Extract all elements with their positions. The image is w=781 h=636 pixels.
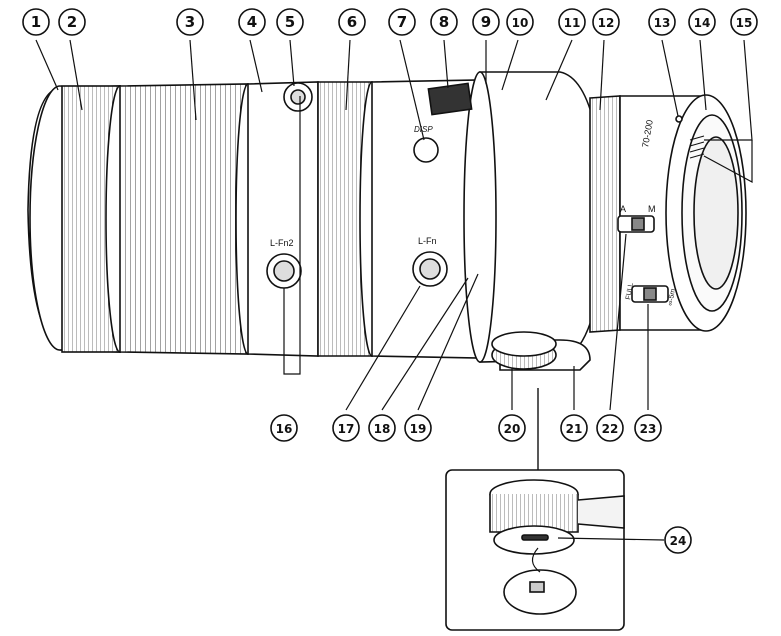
callout-9: 9	[472, 8, 500, 36]
svg-text:21: 21	[566, 422, 583, 436]
callout-5: 5	[276, 8, 304, 36]
callout-8: 8	[430, 8, 458, 36]
callout-numbers: 1 2 3 4 5 6 7 8 9 10 11 12 13 14 15 16 1…	[22, 8, 758, 554]
svg-text:20: 20	[504, 422, 521, 436]
callout-11: 11	[558, 8, 586, 36]
callout-1: 1	[22, 8, 50, 36]
callout-14: 14	[688, 8, 716, 36]
leader-lines	[35, 39, 753, 541]
switch-a-label: A	[620, 204, 626, 214]
svg-text:4: 4	[247, 13, 257, 31]
callout-6: 6	[338, 8, 366, 36]
focal-length-mark: 70-200	[640, 119, 655, 148]
svg-text:17: 17	[338, 422, 355, 436]
svg-text:6: 6	[347, 13, 357, 31]
callout-24: 24	[664, 526, 692, 554]
l-fn2-label: L-Fn2	[270, 238, 294, 248]
switch-m-label: M	[648, 204, 656, 214]
svg-text:7: 7	[397, 13, 407, 31]
callout-19: 19	[404, 414, 432, 442]
middle-barrel	[247, 81, 319, 357]
callout-3: 3	[176, 8, 204, 36]
callout-21: 21	[560, 414, 588, 442]
l-fn-label: L-Fn	[418, 236, 437, 246]
svg-text:11: 11	[564, 16, 581, 30]
svg-text:15: 15	[736, 16, 753, 30]
mount-contacts	[689, 135, 705, 159]
callout-4: 4	[238, 8, 266, 36]
svg-text:16: 16	[276, 422, 293, 436]
callout-23: 23	[634, 414, 662, 442]
disp-button	[413, 137, 439, 163]
svg-text:5: 5	[285, 13, 295, 31]
callout-13: 13	[648, 8, 676, 36]
callout-16: 16	[270, 414, 298, 442]
callout-15: 15	[730, 8, 758, 36]
svg-text:8: 8	[439, 13, 449, 31]
callout-10: 10	[506, 8, 534, 36]
svg-text:24: 24	[670, 534, 687, 548]
svg-text:3: 3	[185, 13, 195, 31]
switch-inf-label: ∞-5m	[667, 288, 677, 306]
svg-text:2: 2	[67, 13, 77, 31]
callout-18: 18	[368, 414, 396, 442]
zoom-ring	[119, 83, 249, 355]
callout-7: 7	[388, 8, 416, 36]
callout-12: 12	[592, 8, 620, 36]
callout-22: 22	[596, 414, 624, 442]
svg-text:18: 18	[374, 422, 391, 436]
inset-detail	[445, 388, 625, 631]
display-panel	[427, 82, 473, 116]
svg-text:22: 22	[602, 422, 619, 436]
lens-buttons	[266, 82, 669, 303]
rear-ring	[589, 95, 621, 333]
lens-body	[27, 71, 747, 371]
tripod-collar	[479, 71, 606, 363]
svg-text:23: 23	[640, 422, 657, 436]
svg-text:14: 14	[694, 16, 711, 30]
svg-text:1: 1	[31, 13, 41, 31]
svg-text:9: 9	[481, 13, 491, 31]
callout-2: 2	[58, 8, 86, 36]
svg-text:19: 19	[410, 422, 427, 436]
svg-text:10: 10	[512, 16, 529, 30]
inset-slot	[521, 534, 549, 541]
disp-label: DISP	[414, 125, 433, 134]
callout-17: 17	[332, 414, 360, 442]
tripod-foot-knob-top	[491, 331, 557, 357]
switch-full-label: FULL	[625, 282, 635, 300]
mount-index	[675, 115, 683, 123]
svg-text:12: 12	[598, 16, 615, 30]
svg-text:13: 13	[654, 16, 671, 30]
callout-20: 20	[498, 414, 526, 442]
